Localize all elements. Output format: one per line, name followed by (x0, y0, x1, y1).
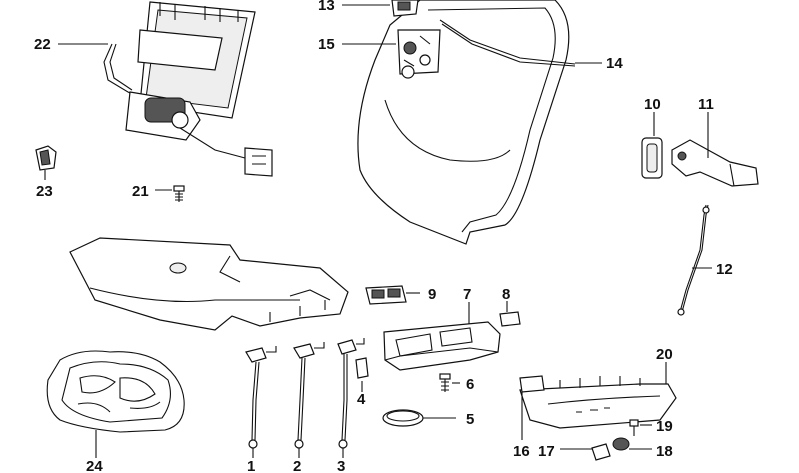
callout-17: 17 (538, 443, 555, 460)
callout-labels: 1 2 3 4 5 6 7 8 9 10 11 12 13 14 15 16 1… (34, 0, 733, 473)
callout-11: 11 (698, 96, 714, 113)
callout-6: 6 (466, 376, 474, 393)
callout-20: 20 (656, 346, 673, 363)
part-4-clip (355, 357, 369, 379)
leader-lines (44, 4, 712, 458)
part-10-bezel (641, 137, 663, 179)
part-22-backrest-frame (103, 1, 273, 177)
callout-5: 5 (466, 411, 474, 428)
part-9-switch (365, 285, 407, 305)
part-12-cable (677, 204, 710, 316)
callout-23: 23 (36, 183, 53, 200)
callout-12: 12 (716, 261, 733, 278)
callout-18: 18 (656, 443, 673, 460)
part-17-19-knobs (591, 419, 639, 461)
part-15-mechanism (397, 29, 441, 79)
part-11-lever (671, 139, 759, 187)
part-1-cable (245, 346, 277, 449)
part-6-screw (439, 373, 451, 392)
callout-14: 14 (606, 55, 623, 72)
part-7-cover (383, 321, 501, 371)
callout-21: 21 (132, 183, 149, 200)
part-2-cable (293, 342, 325, 449)
part-23-clip (35, 145, 57, 171)
callout-8: 8 (502, 286, 510, 303)
callout-2: 2 (293, 458, 301, 473)
callout-4: 4 (357, 391, 366, 408)
callout-7: 7 (463, 286, 471, 303)
callout-13: 13 (318, 0, 335, 14)
part-24-wire-mat (46, 350, 185, 433)
callout-22: 22 (34, 36, 51, 53)
part-5-ring (382, 409, 424, 427)
callout-15: 15 (318, 36, 335, 53)
callout-3: 3 (337, 458, 345, 473)
part-8-pad (499, 311, 521, 327)
part-20-switch-panel (519, 375, 677, 429)
callout-19: 19 (656, 418, 673, 435)
part-21-screw (173, 185, 185, 202)
part-13-latch (391, 0, 419, 17)
callout-1: 1 (247, 458, 255, 473)
callout-16: 16 (513, 443, 530, 460)
callout-10: 10 (644, 96, 661, 113)
seat-base (69, 237, 349, 331)
part-14-backrest-shell (357, 0, 576, 245)
callout-24: 24 (86, 458, 103, 473)
callout-9: 9 (428, 286, 436, 303)
